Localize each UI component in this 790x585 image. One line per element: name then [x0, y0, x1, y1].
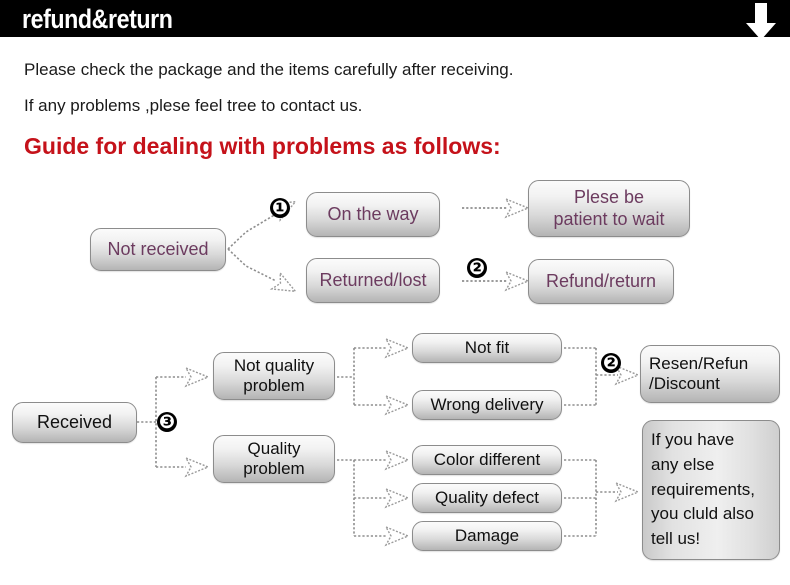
badge-3: ❸	[157, 412, 177, 432]
flow-node-label: Not fit	[464, 337, 510, 357]
flow-node-label: Wrong delivery	[430, 394, 544, 414]
flow-node-label: Not quality problem	[233, 355, 315, 395]
flow-node-contact-note[interactable]: If you have any else requirements, you c…	[642, 420, 780, 560]
flow-node-resend-refund-discount[interactable]: Resen/Refun /Discount	[640, 345, 780, 403]
flow-node-label: Damage	[454, 525, 520, 545]
flow-node-on-the-way[interactable]: On the way	[306, 192, 440, 237]
flow-node-color-different[interactable]: Color different	[412, 445, 562, 475]
flow-node-not-fit[interactable]: Not fit	[412, 333, 562, 363]
badge-label: ❷	[602, 352, 620, 374]
badge-1: ❶	[270, 198, 290, 218]
flow-node-quality-problem[interactable]: Quality problem	[213, 435, 335, 483]
flow-node-label: Resen/Refun /Discount	[649, 353, 749, 393]
flow-node-quality-defect[interactable]: Quality defect	[412, 483, 562, 513]
down-arrow-icon	[744, 3, 778, 41]
flow-node-label: Not received	[107, 238, 209, 259]
flow-node-not-received[interactable]: Not received	[90, 228, 226, 271]
flow-node-label: On the way	[327, 203, 419, 224]
flow-node-label: Received	[36, 411, 113, 432]
badge-label: ❸	[158, 411, 176, 433]
badge-2b: ❷	[601, 353, 621, 373]
flow-node-label: Returned/lost	[319, 269, 427, 290]
flow-node-damage[interactable]: Damage	[412, 521, 562, 551]
flow-node-received[interactable]: Received	[12, 402, 137, 443]
intro-line-2: If any problems ,plese feel tree to cont…	[24, 96, 363, 115]
flow-node-wrong-delivery[interactable]: Wrong delivery	[412, 390, 562, 420]
header-bar: refund&return	[0, 0, 790, 37]
badge-2: ❷	[467, 258, 487, 278]
flow-node-label: Quality defect	[435, 487, 539, 507]
guide-heading: Guide for dealing with problems as follo…	[24, 133, 501, 159]
flow-node-refund-return[interactable]: Refund/return	[528, 259, 674, 304]
flow-node-returned-lost[interactable]: Returned/lost	[306, 258, 440, 303]
flow-node-plese-be-patient[interactable]: Plese be patient to wait	[528, 180, 690, 237]
flow-node-label: If you have any else requirements, you c…	[651, 430, 755, 548]
flow-node-label: Refund/return	[545, 270, 657, 291]
badge-label: ❷	[468, 257, 486, 279]
flow-node-not-quality-problem[interactable]: Not quality problem	[213, 352, 335, 400]
flow-node-label: Color different	[433, 449, 541, 469]
intro-line-1: Please check the package and the items c…	[24, 60, 514, 79]
flow-node-label: Quality problem	[243, 438, 305, 478]
badge-label: ❶	[271, 197, 289, 219]
page-title: refund&return	[22, 4, 173, 34]
flow-node-label: Plese be patient to wait	[553, 187, 665, 229]
